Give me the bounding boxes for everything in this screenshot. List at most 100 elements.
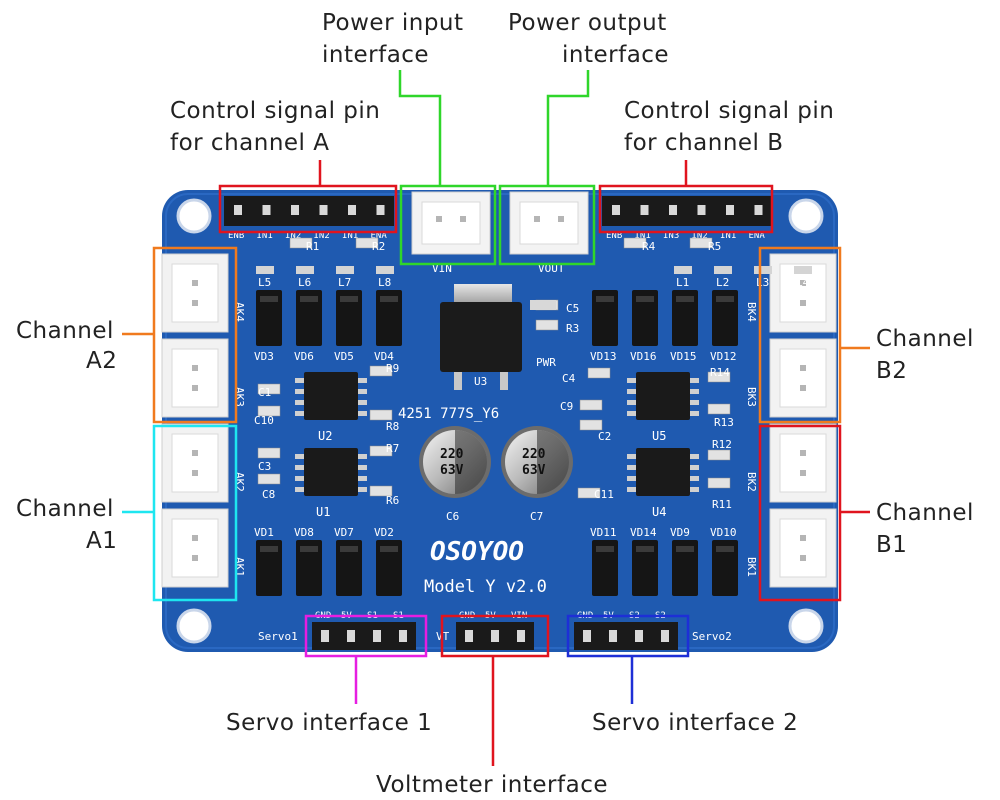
diode-br-label: VD9 xyxy=(670,526,690,539)
header-b-pin-label: IN2 xyxy=(692,231,708,241)
diode-tr-label: VD15 xyxy=(670,350,697,363)
chip-u1-pin xyxy=(295,454,304,459)
svg-text:220: 220 xyxy=(440,447,464,462)
diode-bl-band xyxy=(380,546,398,552)
smd-body xyxy=(707,477,731,489)
right-connector-label: BK4 xyxy=(745,302,758,322)
diode-tl-band xyxy=(260,296,278,302)
chip-u2-pin xyxy=(295,400,304,405)
servo2-header-pin xyxy=(635,630,643,642)
voltmeter-caption: Voltmeter interface xyxy=(376,772,608,798)
chip-u2-body xyxy=(304,372,358,420)
diode-tr-body xyxy=(712,290,738,346)
diode-tl-label: VD6 xyxy=(294,350,314,363)
diode-tl-body xyxy=(296,290,322,346)
chip-u2-label: U2 xyxy=(318,429,332,443)
mounting-holes xyxy=(176,198,824,644)
diode-bl-body xyxy=(296,540,322,596)
channel-a1-line1: Channel xyxy=(16,496,114,522)
smd-body xyxy=(257,383,281,395)
smd-body xyxy=(369,409,393,421)
smd-label: C11 xyxy=(594,488,614,501)
header-a-pin xyxy=(262,205,271,215)
diode-tl-band xyxy=(300,296,318,302)
diode-bl-body xyxy=(256,540,282,596)
right-connector-contact xyxy=(800,470,806,476)
right-connector-socket xyxy=(779,433,827,493)
header-a-pin xyxy=(234,205,242,215)
right-connector-contact xyxy=(800,450,806,456)
chip-u5-pin xyxy=(690,411,699,416)
smd-label: R8 xyxy=(386,420,399,433)
smd-label: R2 xyxy=(372,240,385,253)
channel-b1-line2: B1 xyxy=(876,532,907,558)
chip-u5-pin xyxy=(690,389,699,394)
power-input-line2: interface xyxy=(322,42,429,68)
servo1-header-pin xyxy=(347,630,355,642)
ctrl-b-line1: Control signal pin xyxy=(624,98,834,124)
chip-u4-label: U4 xyxy=(652,505,666,519)
diode-tr-band xyxy=(716,296,734,302)
diode-tl-body xyxy=(336,290,362,346)
chip-u5-pin xyxy=(690,400,699,405)
smd-body xyxy=(623,237,647,249)
chip-u4-pin xyxy=(627,476,636,481)
servo1-caption: Servo interface 1 xyxy=(226,710,432,736)
left-connector-contact xyxy=(192,555,198,561)
header-b-pin-label: IN1 xyxy=(720,231,736,241)
volt-header-pin xyxy=(517,630,525,642)
smd-body xyxy=(257,473,281,485)
chip-u1-pin xyxy=(295,465,304,470)
header-b-body xyxy=(602,196,772,226)
chip-u5-pin xyxy=(627,400,636,405)
pwr-label: PWR xyxy=(536,356,556,369)
header-a-pin xyxy=(376,205,385,215)
right-connector-contact xyxy=(800,300,806,306)
smd-label: C1 xyxy=(258,386,271,399)
right-connector-contact xyxy=(800,535,806,541)
volt-header-pin xyxy=(491,630,499,642)
smd-body xyxy=(289,237,313,249)
smd-label: C2 xyxy=(598,430,611,443)
pwr-led xyxy=(530,300,556,310)
diode-tr-label: VD13 xyxy=(590,350,617,363)
header-b-pin-label: ENB xyxy=(606,231,622,241)
ctrl-a-line2: for channel A xyxy=(170,130,330,156)
diode-tr-label: VD12 xyxy=(710,350,737,363)
diode-bl-body xyxy=(376,540,402,596)
power-output-line1: Power output xyxy=(508,10,667,36)
diode-tr-body xyxy=(672,290,698,346)
chip-u4-pin xyxy=(627,454,636,459)
led-left-body xyxy=(336,266,354,274)
header-a-pin-label: IN1 xyxy=(342,231,358,241)
channel-a1-line2: A1 xyxy=(86,528,117,554)
servo2-header-pin xyxy=(609,630,617,642)
left-connector-contact xyxy=(192,535,198,541)
smd-label: R12 xyxy=(712,438,732,451)
led-right-label: L2 xyxy=(716,276,729,289)
smd-label: R4 xyxy=(642,240,656,253)
regulator-u3 xyxy=(440,284,522,390)
channel-b2-box xyxy=(758,246,842,424)
right-connector-contact xyxy=(800,365,806,371)
chip-u1-pin xyxy=(358,476,367,481)
chip-u5-body xyxy=(636,372,690,420)
smd-body xyxy=(369,485,393,497)
header-b-pin-label: IN1 xyxy=(635,231,651,241)
header-a-pin xyxy=(291,205,299,215)
left-connector-socket xyxy=(171,433,219,493)
voltmeter-box xyxy=(440,614,550,658)
smd-label: R11 xyxy=(712,498,732,511)
servo1-box xyxy=(304,614,428,658)
chip-u4-body xyxy=(636,448,690,496)
left-connector-contact xyxy=(192,280,198,286)
pcb-board xyxy=(162,190,838,652)
smd-label: R6 xyxy=(386,494,399,507)
cap-c7-label: C7 xyxy=(530,510,543,523)
right-connector-label: BK1 xyxy=(745,557,758,577)
channel-a2-line2: A2 xyxy=(86,348,117,374)
diode-br-body xyxy=(632,540,658,596)
